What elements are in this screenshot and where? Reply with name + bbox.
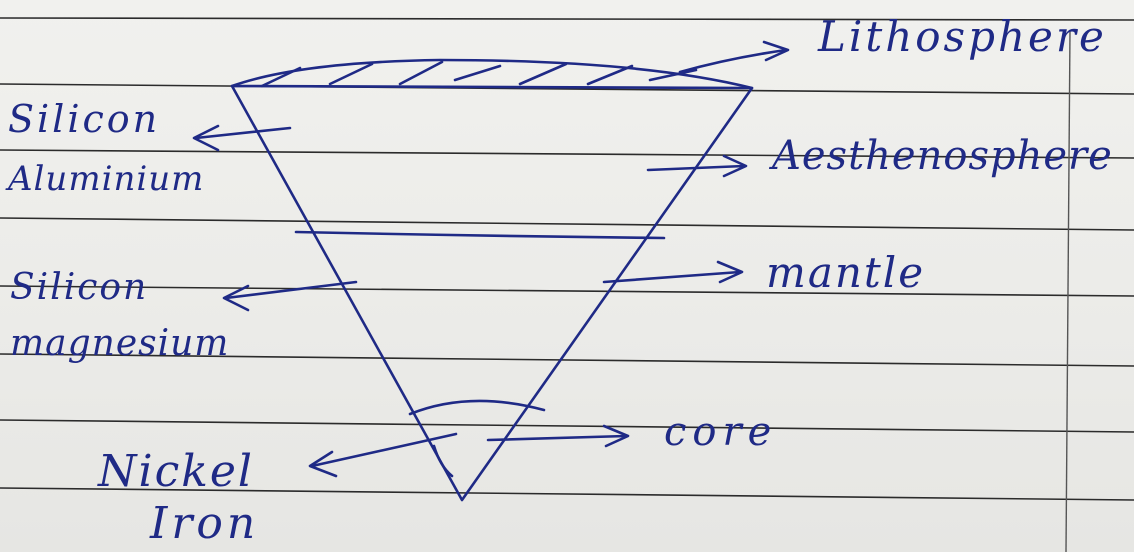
label-core-element-2: Iron bbox=[150, 498, 260, 549]
arrow-crust-elements bbox=[192, 124, 292, 152]
arrow-core-elements bbox=[308, 432, 458, 478]
label-crust-element-1: Silicon bbox=[8, 97, 161, 141]
arrow-core bbox=[486, 424, 630, 448]
core-scribble bbox=[432, 444, 454, 478]
label-lithosphere: Lithosphere bbox=[818, 12, 1107, 61]
mantle-boundary bbox=[294, 230, 666, 240]
label-mantle-element-2: magnesium bbox=[10, 323, 230, 364]
label-asthenosphere: Aesthenosphere bbox=[772, 133, 1113, 179]
core-boundary bbox=[408, 399, 546, 416]
layer-triangle-outline bbox=[230, 84, 754, 502]
arrow-lithosphere bbox=[678, 40, 790, 74]
arrow-mantle-elements bbox=[222, 280, 358, 312]
arrow-asthenosphere bbox=[646, 154, 748, 178]
label-core: core bbox=[664, 409, 778, 455]
label-crust-element-2: Aluminium bbox=[8, 159, 205, 199]
ruled-lines bbox=[0, 17, 1134, 552]
lithosphere-hatching bbox=[260, 60, 698, 88]
label-mantle: mantle bbox=[766, 248, 926, 297]
label-mantle-element-1: Silicon bbox=[10, 267, 149, 308]
label-core-element-1: Nickel bbox=[98, 446, 254, 497]
arrow-mantle bbox=[602, 260, 744, 284]
